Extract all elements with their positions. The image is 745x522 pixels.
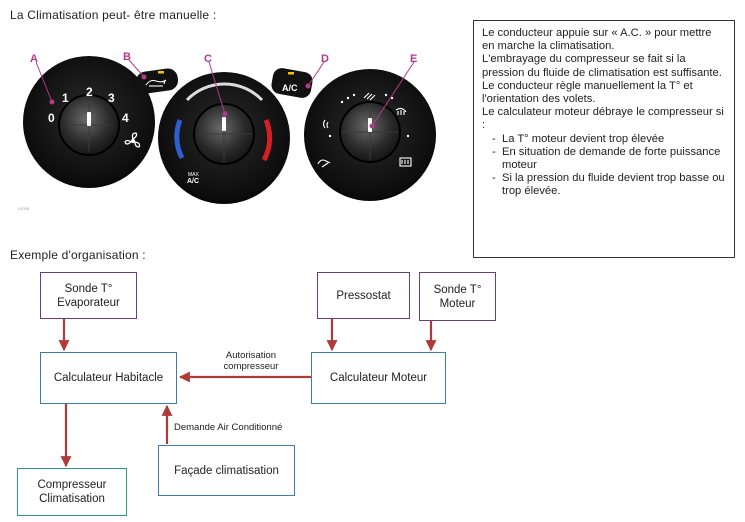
callout-a: A — [30, 53, 38, 65]
fan-level-3: 3 — [108, 91, 115, 105]
air-recirculation-icon — [145, 79, 167, 87]
fan-speed-knob[interactable]: 0 1 2 3 4 — [23, 56, 155, 188]
seat-vent-icon — [322, 119, 329, 129]
fan-level-0: 0 — [48, 111, 55, 125]
example-title: Exemple d'organisation : — [10, 248, 146, 262]
bullet-dash: - — [492, 172, 496, 185]
facade-climatisation-box: Façade climatisation — [158, 445, 295, 496]
sonde-moteur-box: Sonde T° Moteur — [419, 272, 496, 321]
ac-button-label: A/C — [282, 83, 298, 93]
calculateur-habitacle-box: Calculateur Habitacle — [40, 352, 177, 404]
climate-control-panel: 0 1 2 3 4 MAX A/C — [18, 51, 436, 211]
callout-c: C — [204, 53, 212, 65]
info-bullet-list: -La T° moteur devient trop élevée -En si… — [482, 133, 726, 199]
pressostat-box: Pressostat — [317, 272, 410, 319]
rear-defrost-icon — [399, 157, 412, 167]
air-distribution-knob[interactable] — [304, 69, 436, 201]
info-line: Le calculateur moteur débraye le compres… — [482, 106, 724, 132]
bullet-dash: - — [492, 132, 496, 145]
fan-level-2: 2 — [86, 85, 93, 99]
info-line: Le conducteur appuie sur « A.C. » pour m… — [482, 27, 712, 53]
max-label: MAX — [188, 172, 200, 178]
callout-e: E — [410, 53, 417, 65]
max-ac-label: A/C — [187, 178, 199, 185]
info-line: L'embrayage du compresseur se fait si la… — [482, 53, 722, 79]
callout-b: B — [123, 51, 131, 63]
recirculation-button[interactable] — [135, 67, 180, 95]
windscreen-defrost-icon — [395, 107, 407, 115]
page-title: La Climatisation peut- être manuelle : — [10, 8, 217, 22]
face-vent-icon — [363, 92, 376, 101]
fan-level-1: 1 — [62, 91, 69, 105]
demande-label: Demande Air Conditionné — [174, 422, 283, 433]
sonde-evaporateur-box: Sonde T° Evaporateur — [40, 272, 137, 319]
calculateur-moteur-box: Calculateur Moteur — [311, 352, 446, 404]
bullet-dash: - — [492, 145, 496, 158]
compresseur-box: Compresseur Climatisation — [17, 468, 127, 516]
info-bullet: -En situation de demande de forte puissa… — [492, 145, 721, 172]
fan-level-4: 4 — [122, 111, 129, 125]
info-bullet: -La T° moteur devient trop élevée — [492, 132, 665, 145]
temperature-knob[interactable]: MAX A/C — [158, 72, 290, 204]
info-bullet: -Si la pression du fluide devient trop b… — [492, 172, 725, 198]
info-box: Le conducteur appuie sur « A.C. » pour m… — [473, 20, 735, 258]
autorisation-label: Autorisation compresseur — [223, 350, 279, 372]
info-line: Le conducteur règle manuellement la T° e… — [482, 79, 693, 106]
callout-d: D — [321, 53, 329, 65]
fan-icon — [124, 132, 141, 148]
ac-button[interactable]: A/C — [270, 67, 314, 100]
panel-caption: 01035 — [18, 206, 30, 211]
feet-vent-icon — [317, 159, 331, 168]
